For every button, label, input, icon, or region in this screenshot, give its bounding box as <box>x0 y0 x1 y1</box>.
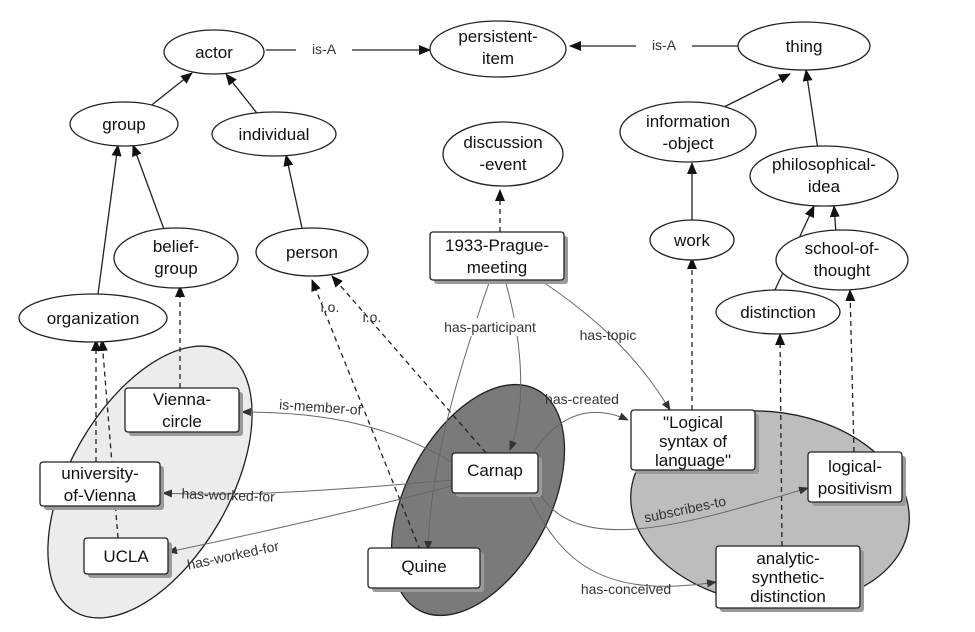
svg-text:synthetic-: synthetic- <box>752 568 825 587</box>
svg-text:-object: -object <box>662 134 713 153</box>
node-carnap[interactable]: Carnap <box>451 452 542 497</box>
svg-text:group: group <box>102 115 145 134</box>
edge-carnap-ucla <box>167 485 453 555</box>
node-philosophical-idea[interactable]: philosophical- idea <box>749 145 899 207</box>
node-group[interactable]: group <box>69 101 179 147</box>
svg-text:Quine: Quine <box>401 557 446 576</box>
class-nodes: actor persistent- item thing group indiv… <box>18 20 909 343</box>
svg-text:circle: circle <box>162 412 202 431</box>
svg-text:persistent-: persistent- <box>458 27 537 46</box>
node-discussion-event[interactable]: discussion -event <box>442 121 564 187</box>
node-person[interactable]: person <box>255 227 369 277</box>
edge-prague-logical-syntax <box>539 279 671 411</box>
edge-group-actor <box>147 72 193 109</box>
node-distinction[interactable]: distinction <box>715 289 841 335</box>
svg-text:logical-: logical- <box>828 457 882 476</box>
node-thing[interactable]: thing <box>737 21 871 71</box>
svg-text:thing: thing <box>786 37 823 56</box>
edge-carnap-logical-syntax <box>531 411 629 456</box>
svg-text:organization: organization <box>47 309 140 328</box>
svg-text:UCLA: UCLA <box>103 547 149 566</box>
svg-text:analytic-: analytic- <box>756 549 819 568</box>
edge-label-is-a-left: is-A <box>312 41 337 57</box>
edge-logical-positivism-school <box>845 289 856 453</box>
svg-text:actor: actor <box>195 43 233 62</box>
svg-text:individual: individual <box>239 125 310 144</box>
edge-label-has-created: has-created <box>545 391 619 407</box>
edge-carnap-logical-positivism <box>539 486 809 531</box>
edge-information-object-thing <box>721 73 791 109</box>
node-vienna-circle[interactable]: Vienna- circle <box>124 387 243 436</box>
svg-text:Vienna-: Vienna- <box>153 390 211 409</box>
svg-text:"Logical: "Logical <box>663 413 723 432</box>
edge-prague-quine <box>424 279 491 551</box>
edge-label-has-conceived: has-conceived <box>581 581 671 597</box>
svg-text:1933-Prague-: 1933-Prague- <box>445 236 549 255</box>
svg-text:thought: thought <box>814 261 871 280</box>
node-analytic-synthetic-distinction[interactable]: analytic- synthetic- distinction <box>715 545 864 612</box>
svg-text:distinction: distinction <box>740 303 816 322</box>
svg-text:group: group <box>154 259 197 278</box>
edge-philosophical-idea-thing <box>802 69 819 151</box>
svg-text:item: item <box>482 49 514 68</box>
instance-nodes: 1933-Prague- meeting Vienna- circle univ… <box>39 231 906 612</box>
node-logical-syntax-of-language[interactable]: "Logical syntax of language" <box>630 409 759 474</box>
edge-ucla-organization <box>97 339 119 539</box>
svg-text:discussion: discussion <box>463 133 542 152</box>
node-university-of-vienna[interactable]: university- of-Vienna <box>39 461 164 510</box>
edge-label-is-a-right: is-A <box>652 37 677 53</box>
svg-text:university-: university- <box>61 464 138 483</box>
edge-school-philosophical-idea <box>829 205 840 234</box>
edge-label-is-member-of: is-member-of <box>279 396 362 418</box>
svg-text:syntax of: syntax of <box>659 432 727 451</box>
svg-text:language": language" <box>655 451 731 470</box>
svg-text:of-Vienna: of-Vienna <box>64 486 137 505</box>
edge-quine-person <box>311 279 421 551</box>
node-work[interactable]: work <box>649 219 735 261</box>
node-belief-group[interactable]: belief- group <box>113 227 239 289</box>
edge-organization-group <box>97 144 122 295</box>
edge-label-io-2: i.o. <box>363 309 382 325</box>
node-organization[interactable]: organization <box>18 293 168 343</box>
svg-text:distinction: distinction <box>750 587 826 606</box>
svg-text:belief-: belief- <box>153 237 199 256</box>
edges <box>91 41 856 588</box>
edge-label-has-topic: has-topic <box>580 327 637 343</box>
node-1933-prague-meeting[interactable]: 1933-Prague- meeting <box>429 231 568 284</box>
svg-text:Carnap: Carnap <box>467 461 523 480</box>
edge-label-io-1: i.o. <box>321 299 340 315</box>
svg-text:meeting: meeting <box>467 258 527 277</box>
edge-carnap-analytic <box>527 493 717 588</box>
node-persistent-item[interactable]: persistent- item <box>429 20 567 78</box>
node-actor[interactable]: actor <box>163 29 265 75</box>
edge-belief-group-group <box>132 144 166 233</box>
svg-text:philosophical-: philosophical- <box>772 155 876 174</box>
svg-text:positivism: positivism <box>818 479 893 498</box>
edge-carnap-vienna-circle <box>241 408 453 463</box>
node-quine[interactable]: Quine <box>367 547 484 592</box>
node-individual[interactable]: individual <box>211 111 337 157</box>
svg-text:-event: -event <box>479 155 527 174</box>
svg-text:work: work <box>673 231 710 250</box>
edge-individual-actor <box>225 73 261 118</box>
edge-carnap-person <box>331 275 487 454</box>
svg-text:school-of-: school-of- <box>805 239 880 258</box>
edge-person-individual <box>283 154 303 229</box>
node-school-of-thought[interactable]: school-of- thought <box>775 229 909 291</box>
node-ucla[interactable]: UCLA <box>83 537 172 578</box>
edge-label-has-participant: has-participant <box>444 319 536 335</box>
edge-prague-carnap <box>504 279 522 451</box>
svg-text:information: information <box>646 112 730 131</box>
node-information-object[interactable]: information -object <box>619 101 757 163</box>
svg-text:idea: idea <box>808 177 841 196</box>
node-logical-positivism[interactable]: logical- positivism <box>807 451 906 506</box>
edge-carnap-univ-vienna <box>162 479 453 498</box>
edge-label-has-worked-for-1: has-worked-for <box>181 485 275 504</box>
svg-text:person: person <box>286 243 338 262</box>
